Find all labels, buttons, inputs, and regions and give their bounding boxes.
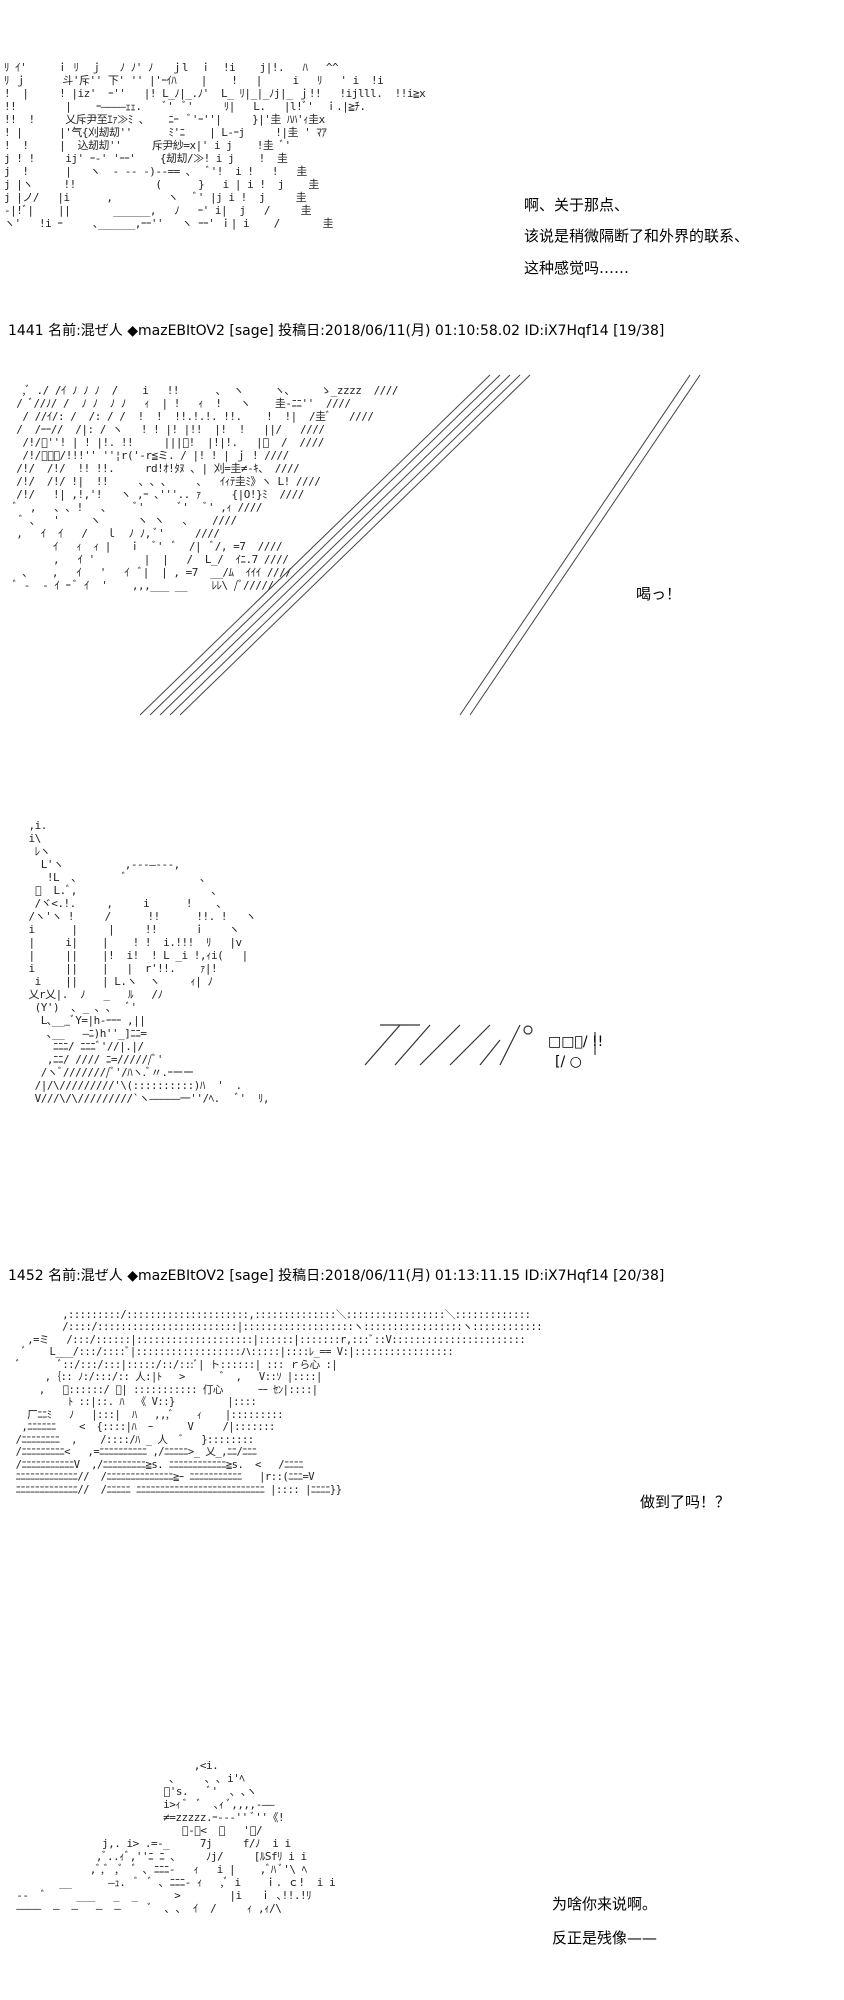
post-header-1452: 1452 名前:混ぜ人 ◆mazEBItOV2 [sage] 投稿日:2018/…: [8, 1268, 665, 1284]
ascii-art-character-2: ,ﾞ ./ /ｲ ﾉ ﾉ ﾉ / i !! ､ ヽ ヽ､ ゝ_zzzz ////…: [10, 384, 399, 592]
panel-5: ,<i. ､ ､ ､ i'ﾍ ﾞ's. ﾞ' ､ ､ヽ i>ｨ ﾞ ﾞ ､ｨ ﾞ…: [0, 1740, 844, 2000]
ascii-art-character-3: ,i. i\ ﾚヽ L'ヽ ,‐‐‐―‐‐‐, !L ､ ﾞ ､ ﾞ L.ﾞ, …: [28, 819, 269, 1105]
dialog-line-1: 啊、关于那点、: [524, 196, 630, 214]
panel-3: ,i. i\ ﾚヽ L'ヽ ,‐‐‐―‐‐‐, !L ､ ﾞ ､ ﾞ L.ﾞ, …: [0, 800, 844, 1260]
ascii-art-character-4: ,:::::::::/:::::::::::::::::::::,:::::::…: [15, 1308, 543, 1496]
ascii-art-character-1: ﾘ ｲ' ｉ ﾘ ｊ ﾉ ﾉ' ﾉ ｊl ｉ !i j|!. ﾊ ^^ ﾘ ｊ …: [4, 61, 426, 230]
ascii-art-character-5: ,<i. ､ ､ ､ i'ﾍ ﾞ's. ﾞ' ､ ､ヽ i>ｨ ﾞ ﾞ ､ｨ ﾞ…: [16, 1759, 336, 1915]
dialog-effect-1: □□ﾞ/ !!: [548, 1034, 604, 1050]
sound-effect-lines: [364, 1024, 596, 1066]
post-header-1441: 1441 名前:混ぜ人 ◆mazEBItOV2 [sage] 投稿日:2018/…: [8, 323, 665, 339]
dialog-why-you: 为啥你来说啊。: [552, 1895, 658, 1913]
dialog-katsu: 喝っ！: [636, 585, 682, 603]
dialog-line-3: 这种感觉吗……: [524, 259, 630, 277]
dialog-did-it: 做到了吗！？: [640, 1493, 731, 1511]
panel-4: ,:::::::::/:::::::::::::::::::::,:::::::…: [0, 1290, 844, 1690]
dialog-line-2: 该说是稍微隔断了和外界的联系、: [524, 227, 750, 245]
speed-lines: [139, 374, 701, 716]
dialog-effect-2: [/ ○: [555, 1054, 582, 1070]
panel-1: ﾘ ｲ' ｉ ﾘ ｊ ﾉ ﾉ' ﾉ ｊl ｉ !i j|!. ﾊ ^^ ﾘ ｊ …: [0, 0, 844, 315]
panel-2: ,ﾞ ./ /ｲ ﾉ ﾉ ﾉ / i !! ､ ヽ ヽ､ ゝ_zzzz ////…: [0, 345, 844, 725]
dialog-afterimage: 反正是残像——: [552, 1929, 658, 1947]
